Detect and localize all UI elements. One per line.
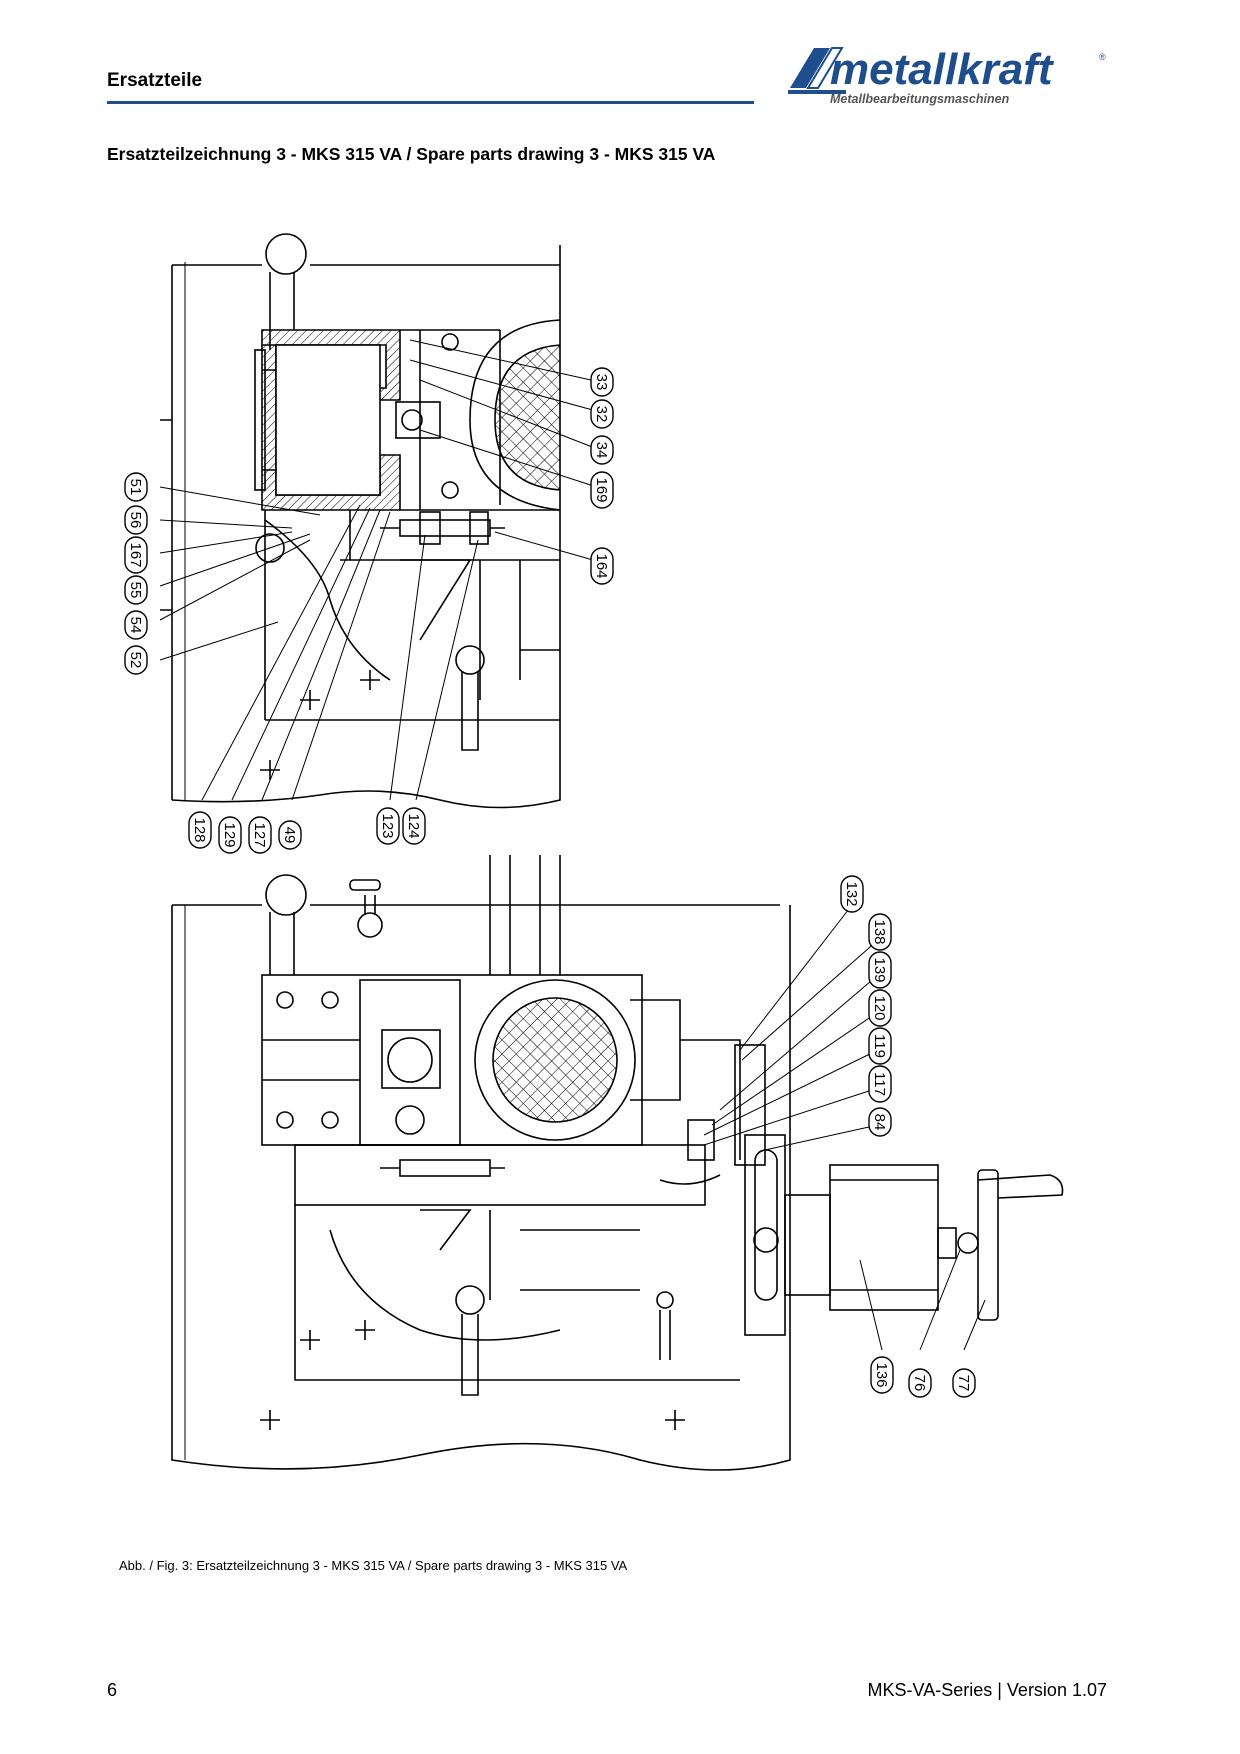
part-label-132: 132 <box>840 875 864 913</box>
upper-part-labels: 33 32 34 169 164 51 56 167 <box>124 367 614 854</box>
part-label-77: 77 <box>952 1368 976 1398</box>
part-label-52: 52 <box>124 645 148 675</box>
section-title: Ersatzteile <box>107 70 203 91</box>
svg-text:167: 167 <box>127 542 144 567</box>
svg-text:119: 119 <box>871 1034 888 1058</box>
part-label-128: 128 <box>188 811 212 849</box>
svg-text:49: 49 <box>281 827 298 844</box>
svg-text:132: 132 <box>843 881 860 906</box>
page-number: 6 <box>107 1680 118 1700</box>
svg-text:77: 77 <box>955 1375 972 1392</box>
svg-text:55: 55 <box>127 582 144 599</box>
metallkraft-logo: metallkraft ® Metallbearbeitungsmaschine… <box>788 45 1106 106</box>
svg-text:127: 127 <box>251 822 268 847</box>
svg-text:129: 129 <box>221 822 238 847</box>
part-label-54: 54 <box>124 610 148 640</box>
part-label-123: 123 <box>376 807 400 845</box>
logo-wordmark: metallkraft <box>830 45 1055 94</box>
part-label-120: 120 <box>868 989 892 1027</box>
part-label-117: 117 <box>868 1065 892 1103</box>
svg-text:51: 51 <box>127 479 144 496</box>
part-label-33: 33 <box>590 367 614 397</box>
svg-text:34: 34 <box>593 442 610 459</box>
part-label-49: 49 <box>278 820 302 850</box>
footer-version: MKS-VA-Series | Version 1.07 <box>867 1680 1107 1700</box>
header-rule <box>107 101 754 104</box>
svg-text:84: 84 <box>871 1114 888 1131</box>
lower-view <box>171 855 1064 1471</box>
svg-text:56: 56 <box>127 512 144 529</box>
svg-text:33: 33 <box>593 374 610 391</box>
svg-text:52: 52 <box>127 652 144 669</box>
svg-text:128: 128 <box>191 817 208 842</box>
leader-lines <box>159 339 986 1351</box>
part-label-51: 51 <box>124 472 148 502</box>
part-label-139: 139 <box>868 951 892 989</box>
svg-text:120: 120 <box>871 995 888 1020</box>
logo-registered-mark: ® <box>1099 52 1106 62</box>
svg-text:139: 139 <box>871 957 888 982</box>
part-label-169: 169 <box>590 471 614 509</box>
svg-text:32: 32 <box>593 406 610 423</box>
svg-text:164: 164 <box>593 553 610 578</box>
logo-emblem-icon <box>788 47 846 94</box>
part-label-32: 32 <box>590 399 614 429</box>
part-label-124: 124 <box>402 807 426 845</box>
part-label-84: 84 <box>868 1107 892 1137</box>
drawing-heading: Ersatzteilzeichnung 3 - MKS 315 VA / Spa… <box>107 144 716 164</box>
svg-text:76: 76 <box>911 1375 928 1392</box>
part-label-167: 167 <box>124 536 148 574</box>
upper-view <box>160 233 561 809</box>
part-label-56: 56 <box>124 505 148 535</box>
svg-text:54: 54 <box>127 617 144 634</box>
svg-text:124: 124 <box>405 813 422 838</box>
figure-caption: Abb. / Fig. 3: Ersatzteilzeichnung 3 - M… <box>119 1558 628 1573</box>
logo-tagline: Metallbearbeitungsmaschinen <box>830 92 1010 106</box>
svg-text:117: 117 <box>871 1072 888 1096</box>
svg-text:136: 136 <box>873 1362 890 1387</box>
part-label-138: 138 <box>868 913 892 951</box>
part-label-129: 129 <box>218 816 242 854</box>
part-label-127: 127 <box>248 816 272 854</box>
svg-text:169: 169 <box>593 477 610 502</box>
part-label-55: 55 <box>124 575 148 605</box>
part-label-119: 119 <box>868 1027 892 1065</box>
svg-text:123: 123 <box>379 813 396 838</box>
svg-text:138: 138 <box>871 919 888 944</box>
lower-part-labels: 132 138 139 120 119 117 84 136 <box>840 875 976 1398</box>
part-label-76: 76 <box>908 1368 932 1398</box>
part-label-136: 136 <box>870 1356 894 1394</box>
part-label-164: 164 <box>590 547 614 585</box>
part-label-34: 34 <box>590 435 614 465</box>
